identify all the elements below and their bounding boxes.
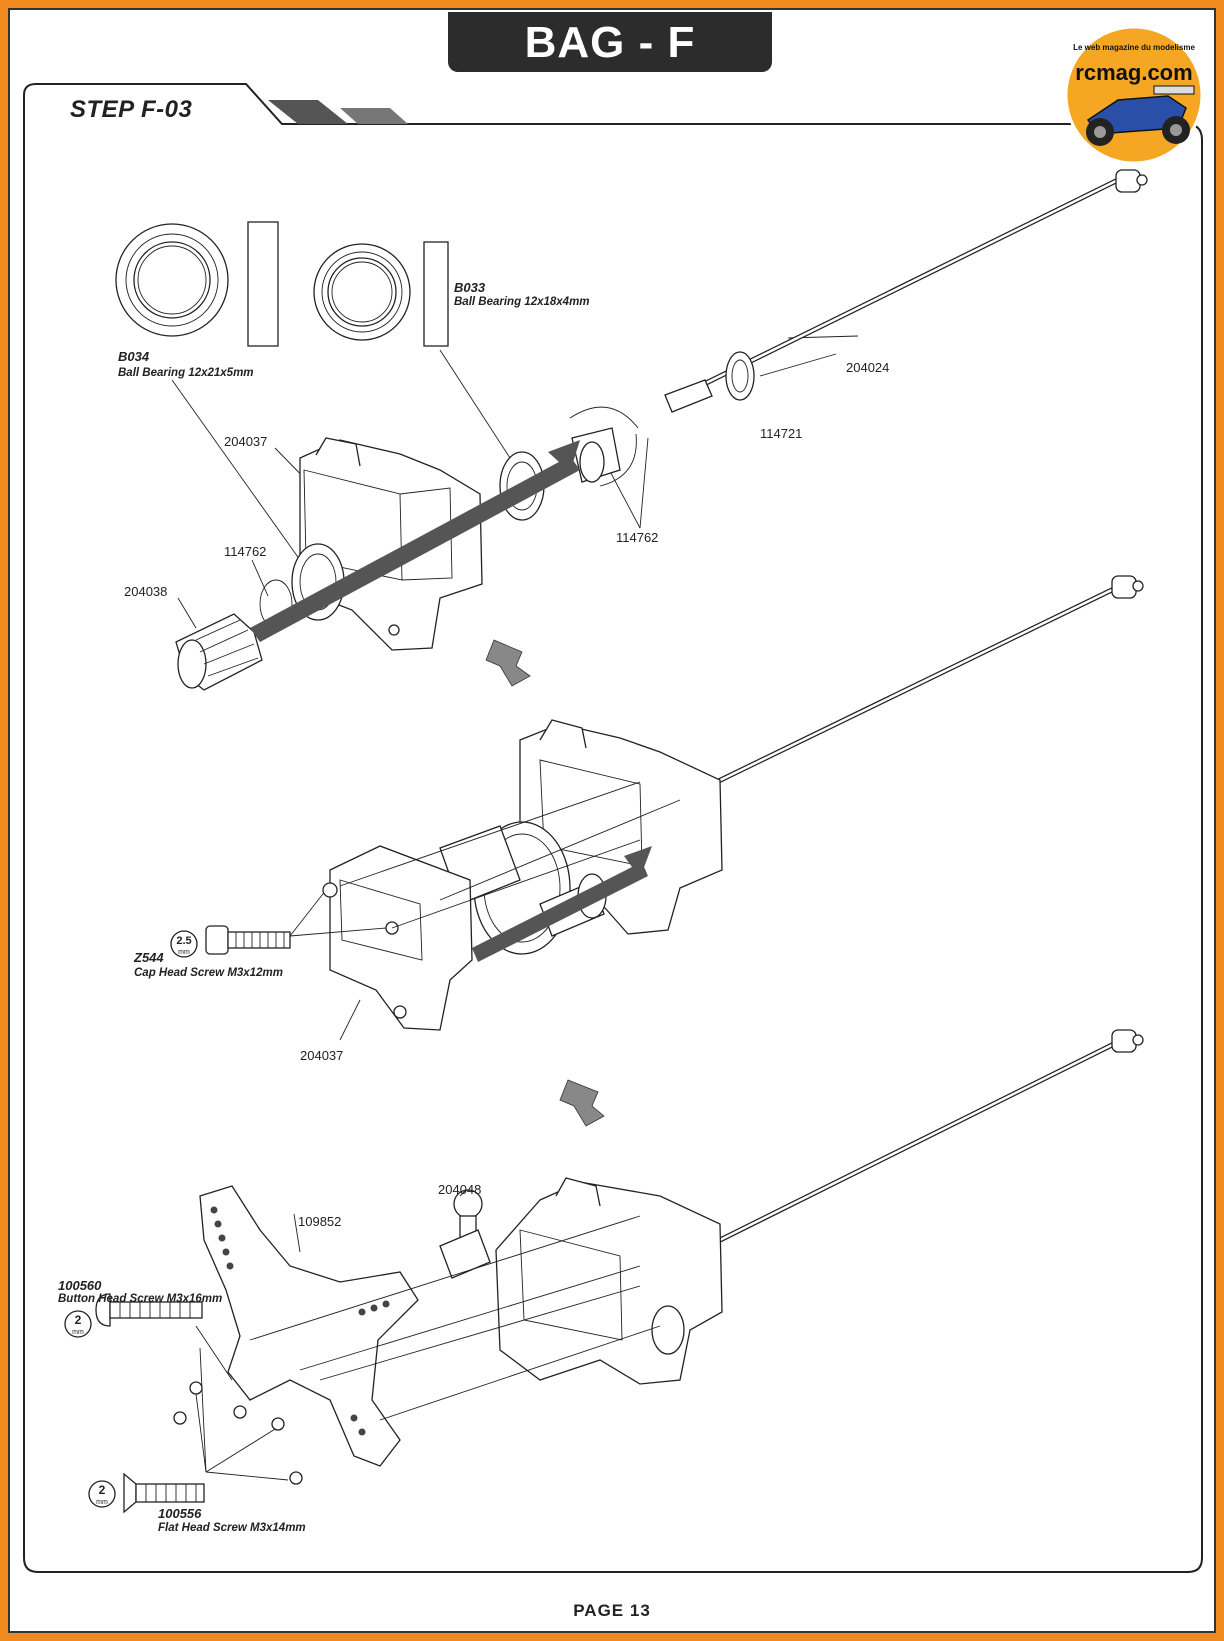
bearing-b034 (115, 221, 279, 347)
s100556-tool-unit: mm (96, 1499, 108, 1506)
cap-screw-detail (205, 882, 338, 955)
gearbox-front-half-204037 (329, 845, 473, 1031)
driveshaft-step2 (698, 575, 1144, 793)
s100560-tool-unit: mm (72, 1329, 84, 1336)
gearbox-204037-top (299, 437, 483, 651)
outdrive-cup (569, 406, 639, 487)
label-109852: 109852 (298, 1214, 341, 1229)
b034-code: B034 (118, 349, 150, 364)
b033-desc: Ball Bearing 12x18x4mm (454, 296, 590, 308)
b033-code: B033 (454, 280, 486, 295)
logo-site-text: rcmag.com (1075, 60, 1192, 85)
bag-title: BAG - F (448, 12, 772, 72)
page-number: PAGE 13 (573, 1601, 651, 1620)
assembly-shaft-step2 (472, 862, 648, 962)
flat-screw-detail (123, 1472, 205, 1514)
label-204038: 204038 (124, 584, 167, 599)
assembly-arrow-head (548, 440, 580, 472)
screws-step3 (173, 1381, 303, 1485)
logo-tagline-text: Le web magazine du modelisme (1073, 43, 1195, 52)
hex-tool-100560: 2 mm (64, 1310, 92, 1338)
shock-tower-109852 (199, 1185, 419, 1467)
b034-desc: Ball Bearing 12x21x5mm (118, 367, 254, 379)
label-204048: 204048 (438, 1182, 481, 1197)
step-arrow-2 (559, 1079, 605, 1127)
pinion-204038 (175, 613, 263, 691)
label-114762-a: 114762 (224, 544, 266, 559)
bearing-114721 (725, 351, 755, 401)
z544-code: Z544 (133, 950, 164, 965)
s100556-code: 100556 (158, 1506, 202, 1521)
step-header-hatch (268, 100, 408, 124)
s100560-code: 100560 (58, 1278, 102, 1293)
bulkhead-204048 (439, 1189, 491, 1279)
hex-tool-z544: 2.5 mm (170, 930, 198, 958)
s100556-desc: Flat Head Screw M3x14mm (158, 1522, 306, 1534)
s100560-tool-size: 2 (75, 1313, 82, 1327)
z544-tool-unit: mm (178, 949, 190, 956)
alignment-lines-step2 (289, 781, 681, 1041)
buggy-icon (1086, 85, 1195, 146)
s100556-tool-size: 2 (99, 1483, 106, 1497)
label-114721: 114721 (760, 426, 802, 441)
gearbox-rear-half (519, 719, 723, 935)
z544-desc: Cap Head Screw M3x12mm (134, 967, 283, 979)
s100560-desc: Button Head Screw M3x16mm (58, 1293, 222, 1305)
bearing-b033 (313, 241, 449, 347)
label-204037-a: 204037 (224, 434, 267, 449)
label-204037-b: 204037 (300, 1048, 343, 1063)
step-panel (23, 83, 1203, 1573)
button-screw-detail (95, 1293, 203, 1327)
driveshaft-204024 (664, 169, 1148, 413)
z544-tool-size: 2.5 (176, 935, 191, 947)
label-204024: 204024 (846, 360, 889, 375)
step-arrow-1 (485, 639, 531, 687)
assembly-arrow-step2 (624, 846, 652, 878)
hex-tool-100556: 2 mm (88, 1480, 116, 1508)
assembly-direction-shaft (250, 456, 580, 642)
rcmag-logo: rcmag.com Le web magazine du modelisme (1064, 25, 1204, 165)
gearbox-assembled-step3 (495, 1177, 723, 1385)
driveshaft-step3 (698, 1029, 1144, 1253)
alignment-lines-step3 (195, 1189, 661, 1481)
step-title: STEP F-03 (70, 96, 193, 123)
label-114762-b: 114762 (616, 530, 658, 545)
